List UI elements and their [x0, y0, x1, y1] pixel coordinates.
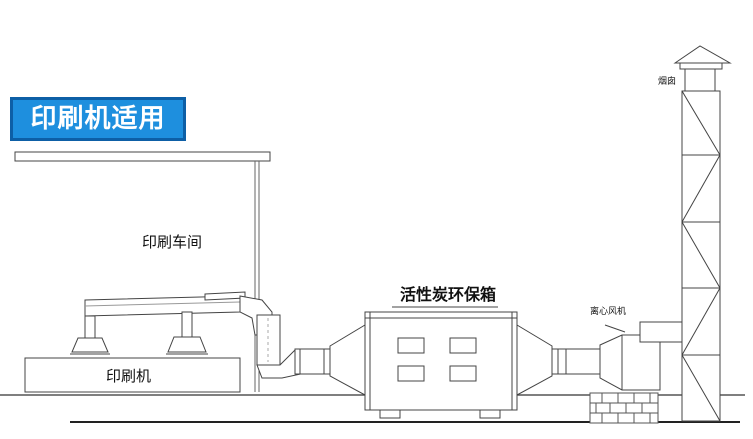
fan-brick-base	[589, 392, 659, 424]
label-fan: 离心风机	[590, 305, 626, 317]
workshop-roof	[14, 151, 271, 392]
carbon-box	[329, 306, 553, 419]
duct-to-box	[294, 348, 331, 375]
label-chimney: 烟囱	[658, 75, 676, 87]
hood-right	[166, 311, 208, 355]
hood-left	[70, 315, 110, 355]
collection-duct	[84, 291, 311, 379]
printer-machine	[24, 357, 241, 393]
centrifugal-fan	[599, 321, 683, 391]
label-printer: 印刷机	[106, 367, 151, 385]
duct-to-fan	[551, 348, 601, 375]
label-carbon-box: 活性炭环保箱	[400, 285, 496, 304]
banner-title: 印刷机适用	[10, 97, 186, 141]
label-workshop: 印刷车间	[142, 233, 202, 251]
chimney	[673, 45, 732, 422]
